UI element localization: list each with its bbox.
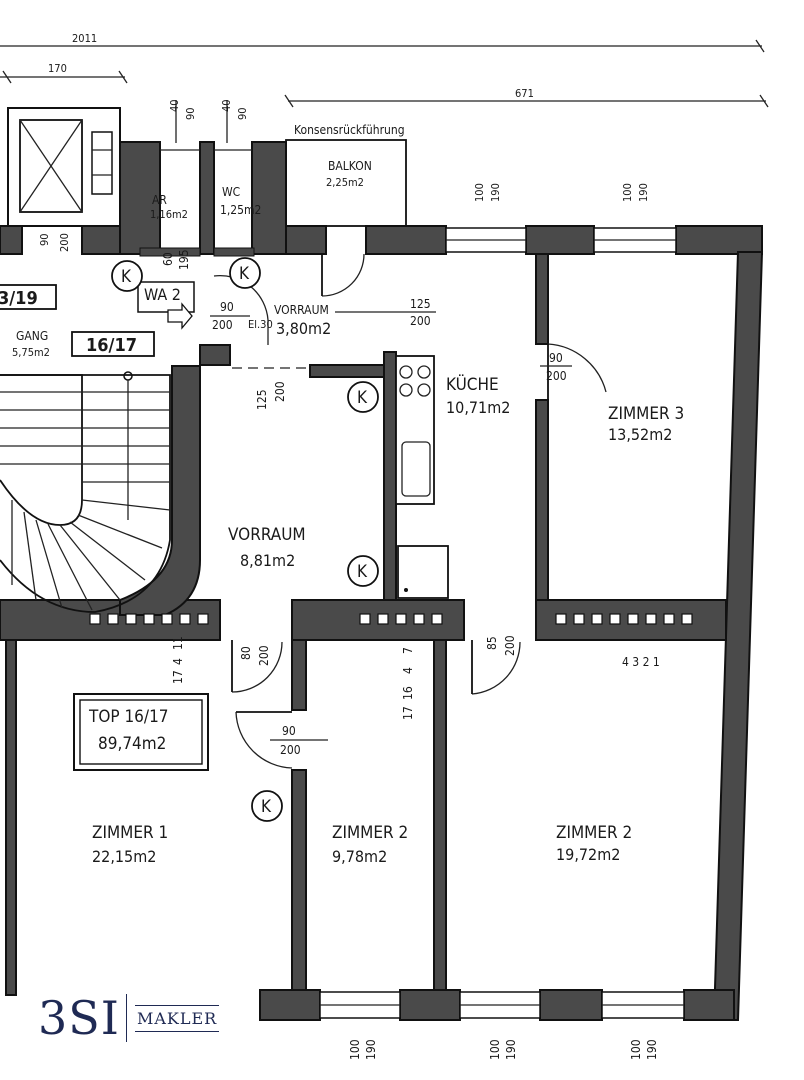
logo-text: MAKLER xyxy=(134,1004,220,1032)
dim-100-b: 100 xyxy=(621,183,634,202)
dim-190-b: 190 xyxy=(637,183,650,202)
svg-text:17: 17 xyxy=(401,706,415,720)
room-name-vorraum-small: VORRAUM xyxy=(274,303,329,317)
dim-671: 671 xyxy=(515,87,534,100)
svg-text:60: 60 xyxy=(161,252,175,266)
dim-90-b: 90 xyxy=(236,107,249,120)
room-area-balkon: 2,25m2 xyxy=(326,176,364,189)
k-marker: K xyxy=(357,388,368,408)
svg-text:190: 190 xyxy=(645,1039,659,1060)
room-area-kueche: 10,71m2 xyxy=(446,398,510,417)
svg-text:200: 200 xyxy=(280,743,301,757)
dim-40-a: 40 xyxy=(168,99,181,112)
room-area-gang: 5,75m2 xyxy=(12,346,50,359)
k-marker: K xyxy=(261,797,272,817)
dim-total: 2011 xyxy=(72,32,97,45)
room-name-ar: AR xyxy=(152,193,167,207)
brand-logo: 3SI MAKLER xyxy=(22,986,232,1050)
svg-text:125: 125 xyxy=(255,389,269,410)
svg-text:4: 4 xyxy=(401,667,415,674)
kitchen-counter xyxy=(395,355,449,599)
logo-divider xyxy=(125,994,127,1042)
room-name-zimmer3: ZIMMER 3 xyxy=(608,404,684,424)
svg-text:200: 200 xyxy=(410,314,431,328)
svg-text:100: 100 xyxy=(488,1039,502,1060)
room-name-zimmer1: ZIMMER 1 xyxy=(92,823,168,843)
svg-text:200: 200 xyxy=(273,381,287,402)
svg-text:4: 4 xyxy=(171,658,185,665)
room-area-zimmer2a: 9,78m2 xyxy=(332,847,387,866)
room-name-vorraum-big: VORRAUM xyxy=(228,525,306,545)
svg-text:85: 85 xyxy=(485,636,499,650)
stair-numbers: 4 3 2 1 xyxy=(622,655,660,669)
unit-label-16-17: 16/17 xyxy=(86,335,137,356)
svg-text:16: 16 xyxy=(401,686,415,700)
windows xyxy=(319,227,685,1019)
svg-text:200: 200 xyxy=(503,635,517,656)
door-dimensions: 90 200 125 200 90 200 90 200 xyxy=(210,297,572,757)
svg-text:90: 90 xyxy=(220,300,234,314)
room-name-zimmer2a: ZIMMER 2 xyxy=(332,823,408,843)
doors xyxy=(213,253,607,769)
room-name-gang: GANG xyxy=(16,329,48,343)
dim-100-a: 100 xyxy=(473,183,486,202)
room-name-balkon: BALKON xyxy=(328,159,372,173)
room-area-vorraum-big: 8,81m2 xyxy=(240,551,295,570)
room-area-wc: 1,25m2 xyxy=(220,203,261,217)
svg-text:200: 200 xyxy=(546,369,567,383)
wa-label: WA 2 xyxy=(144,285,181,304)
room-name-kueche: KÜCHE xyxy=(446,373,499,395)
svg-text:90: 90 xyxy=(549,351,563,365)
dim-170: 170 xyxy=(48,62,67,75)
room-area-zimmer3: 13,52m2 xyxy=(608,425,672,444)
unit-box-19 xyxy=(0,284,57,310)
top-label: TOP 16/17 xyxy=(88,707,169,727)
unit-box-16-17 xyxy=(71,331,155,357)
k-marker: K xyxy=(239,264,250,284)
chimney-markers: K K K K K xyxy=(111,257,379,822)
dim-200-c: 200 xyxy=(58,233,71,252)
dim-90-c: 90 xyxy=(38,233,51,246)
svg-text:100: 100 xyxy=(629,1039,643,1060)
staircase xyxy=(0,371,171,613)
svg-text:190: 190 xyxy=(364,1039,378,1060)
svg-text:125: 125 xyxy=(410,297,431,311)
dim-40-b: 40 xyxy=(220,99,233,112)
svg-text:80: 80 xyxy=(239,646,253,660)
k-marker: K xyxy=(357,562,368,582)
svg-text:11: 11 xyxy=(171,636,185,650)
unit-label-19: 3/19 xyxy=(0,288,38,309)
room-name-wc: WC xyxy=(222,185,240,199)
k-marker: K xyxy=(121,267,132,287)
svg-text:200: 200 xyxy=(212,318,233,332)
svg-text:7: 7 xyxy=(401,647,415,654)
walls xyxy=(0,139,764,1021)
room-area-zimmer1: 22,15m2 xyxy=(92,847,156,866)
logo-mark: 3SI xyxy=(38,991,120,1045)
svg-text:100: 100 xyxy=(348,1039,362,1060)
svg-text:195: 195 xyxy=(177,249,191,270)
dim-90-a: 90 xyxy=(184,107,197,120)
svg-text:200: 200 xyxy=(257,645,271,666)
elevator-shaft xyxy=(7,107,121,227)
room-area-zimmer2b: 19,72m2 xyxy=(556,845,620,864)
svg-text:190: 190 xyxy=(504,1039,518,1060)
top-area: 89,74m2 xyxy=(98,734,166,754)
top-box-outer xyxy=(73,693,209,771)
dim-190-a: 190 xyxy=(489,183,502,202)
vertical-dimensions: 195 60 125 200 80 200 85 200 11 4 17 7 4… xyxy=(161,249,659,1060)
room-area-vorraum-small: 3,80m2 xyxy=(276,319,331,338)
vent-openings xyxy=(89,613,693,625)
el-label: El.30 xyxy=(248,318,273,331)
svg-text:90: 90 xyxy=(282,724,296,738)
room-area-ar: 1,16m2 xyxy=(150,208,188,221)
dimension-lines xyxy=(0,39,769,143)
konsens-label: Konsensrückführung xyxy=(294,123,405,137)
top-box-inner xyxy=(79,699,203,765)
svg-text:17: 17 xyxy=(171,670,185,684)
utility-rooms xyxy=(137,149,255,330)
room-name-zimmer2b: ZIMMER 2 xyxy=(556,823,632,843)
